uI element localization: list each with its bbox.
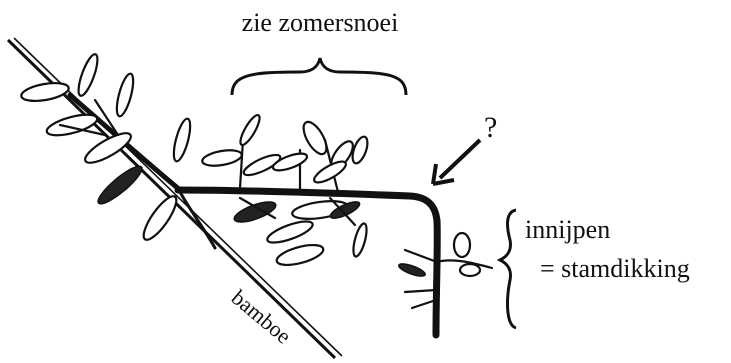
pinch-brace <box>500 210 516 328</box>
pinch-label: innijpen <box>525 215 610 244</box>
lower-branch-leaves <box>232 198 369 269</box>
summer-pruning-label: zie zomersnoei <box>242 8 399 37</box>
arrow-to-bend <box>433 140 480 184</box>
summer-pruning-shoots <box>201 113 370 192</box>
stem-thickening-label: = stamdikking <box>540 254 690 283</box>
bamboo-label: bamboe <box>227 285 296 349</box>
left-stem-leaves <box>20 52 194 244</box>
vertical-shoot-leaves <box>397 233 492 308</box>
question-mark: ? <box>484 111 497 144</box>
summer-pruning-brace <box>232 58 406 95</box>
